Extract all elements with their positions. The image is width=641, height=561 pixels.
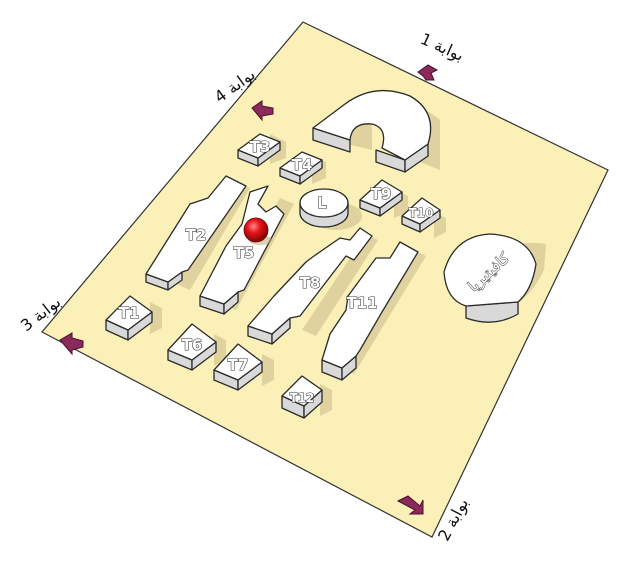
building-t6[interactable]: T6 [167, 323, 226, 371]
building-t7[interactable]: T7 [213, 343, 274, 391]
building-t9[interactable]: T9 [359, 179, 408, 218]
building-t2-label: T2 [186, 226, 207, 244]
library-label: L [317, 194, 327, 212]
building-t6-label: T6 [182, 336, 203, 354]
gate-4-arrow-icon[interactable] [251, 100, 274, 122]
building-t11-label: T11 [346, 294, 377, 312]
building-t3-label: T3 [250, 138, 271, 156]
gate-1-label: بوابة 1 [417, 29, 467, 66]
building-t8-label: T8 [300, 274, 321, 292]
building-t1-label: T1 [119, 304, 140, 322]
gate-2-arrow-icon[interactable] [396, 495, 424, 515]
building-t8[interactable]: T8 [247, 227, 378, 345]
building-t11[interactable]: T11 [321, 241, 426, 381]
location-dot-icon[interactable] [243, 217, 272, 245]
arch-building[interactable] [312, 90, 440, 173]
building-t10[interactable]: T10 [401, 197, 446, 238]
building-t4[interactable]: T4 [279, 151, 326, 185]
building-t4-label: T4 [292, 156, 313, 174]
building-t3[interactable]: T3 [237, 133, 286, 167]
building-t1[interactable]: T1 [105, 295, 162, 341]
gate-1-arrow-icon[interactable] [417, 64, 439, 81]
gate-3-arrow-icon[interactable] [59, 332, 84, 356]
building-t10-label: T10 [409, 206, 434, 220]
building-t5-label: T5 [234, 244, 255, 262]
cafeteria-building[interactable]: كافيتيريا [443, 233, 546, 323]
building-t5[interactable]: T5 [199, 185, 294, 315]
building-t12[interactable]: T12 [281, 375, 332, 419]
building-t2[interactable]: T2 [145, 175, 250, 291]
building-t12-label: T12 [290, 391, 315, 405]
building-t9-label: T9 [371, 185, 392, 203]
building-t7-label: T7 [228, 356, 249, 374]
library-building[interactable]: L [299, 188, 362, 230]
